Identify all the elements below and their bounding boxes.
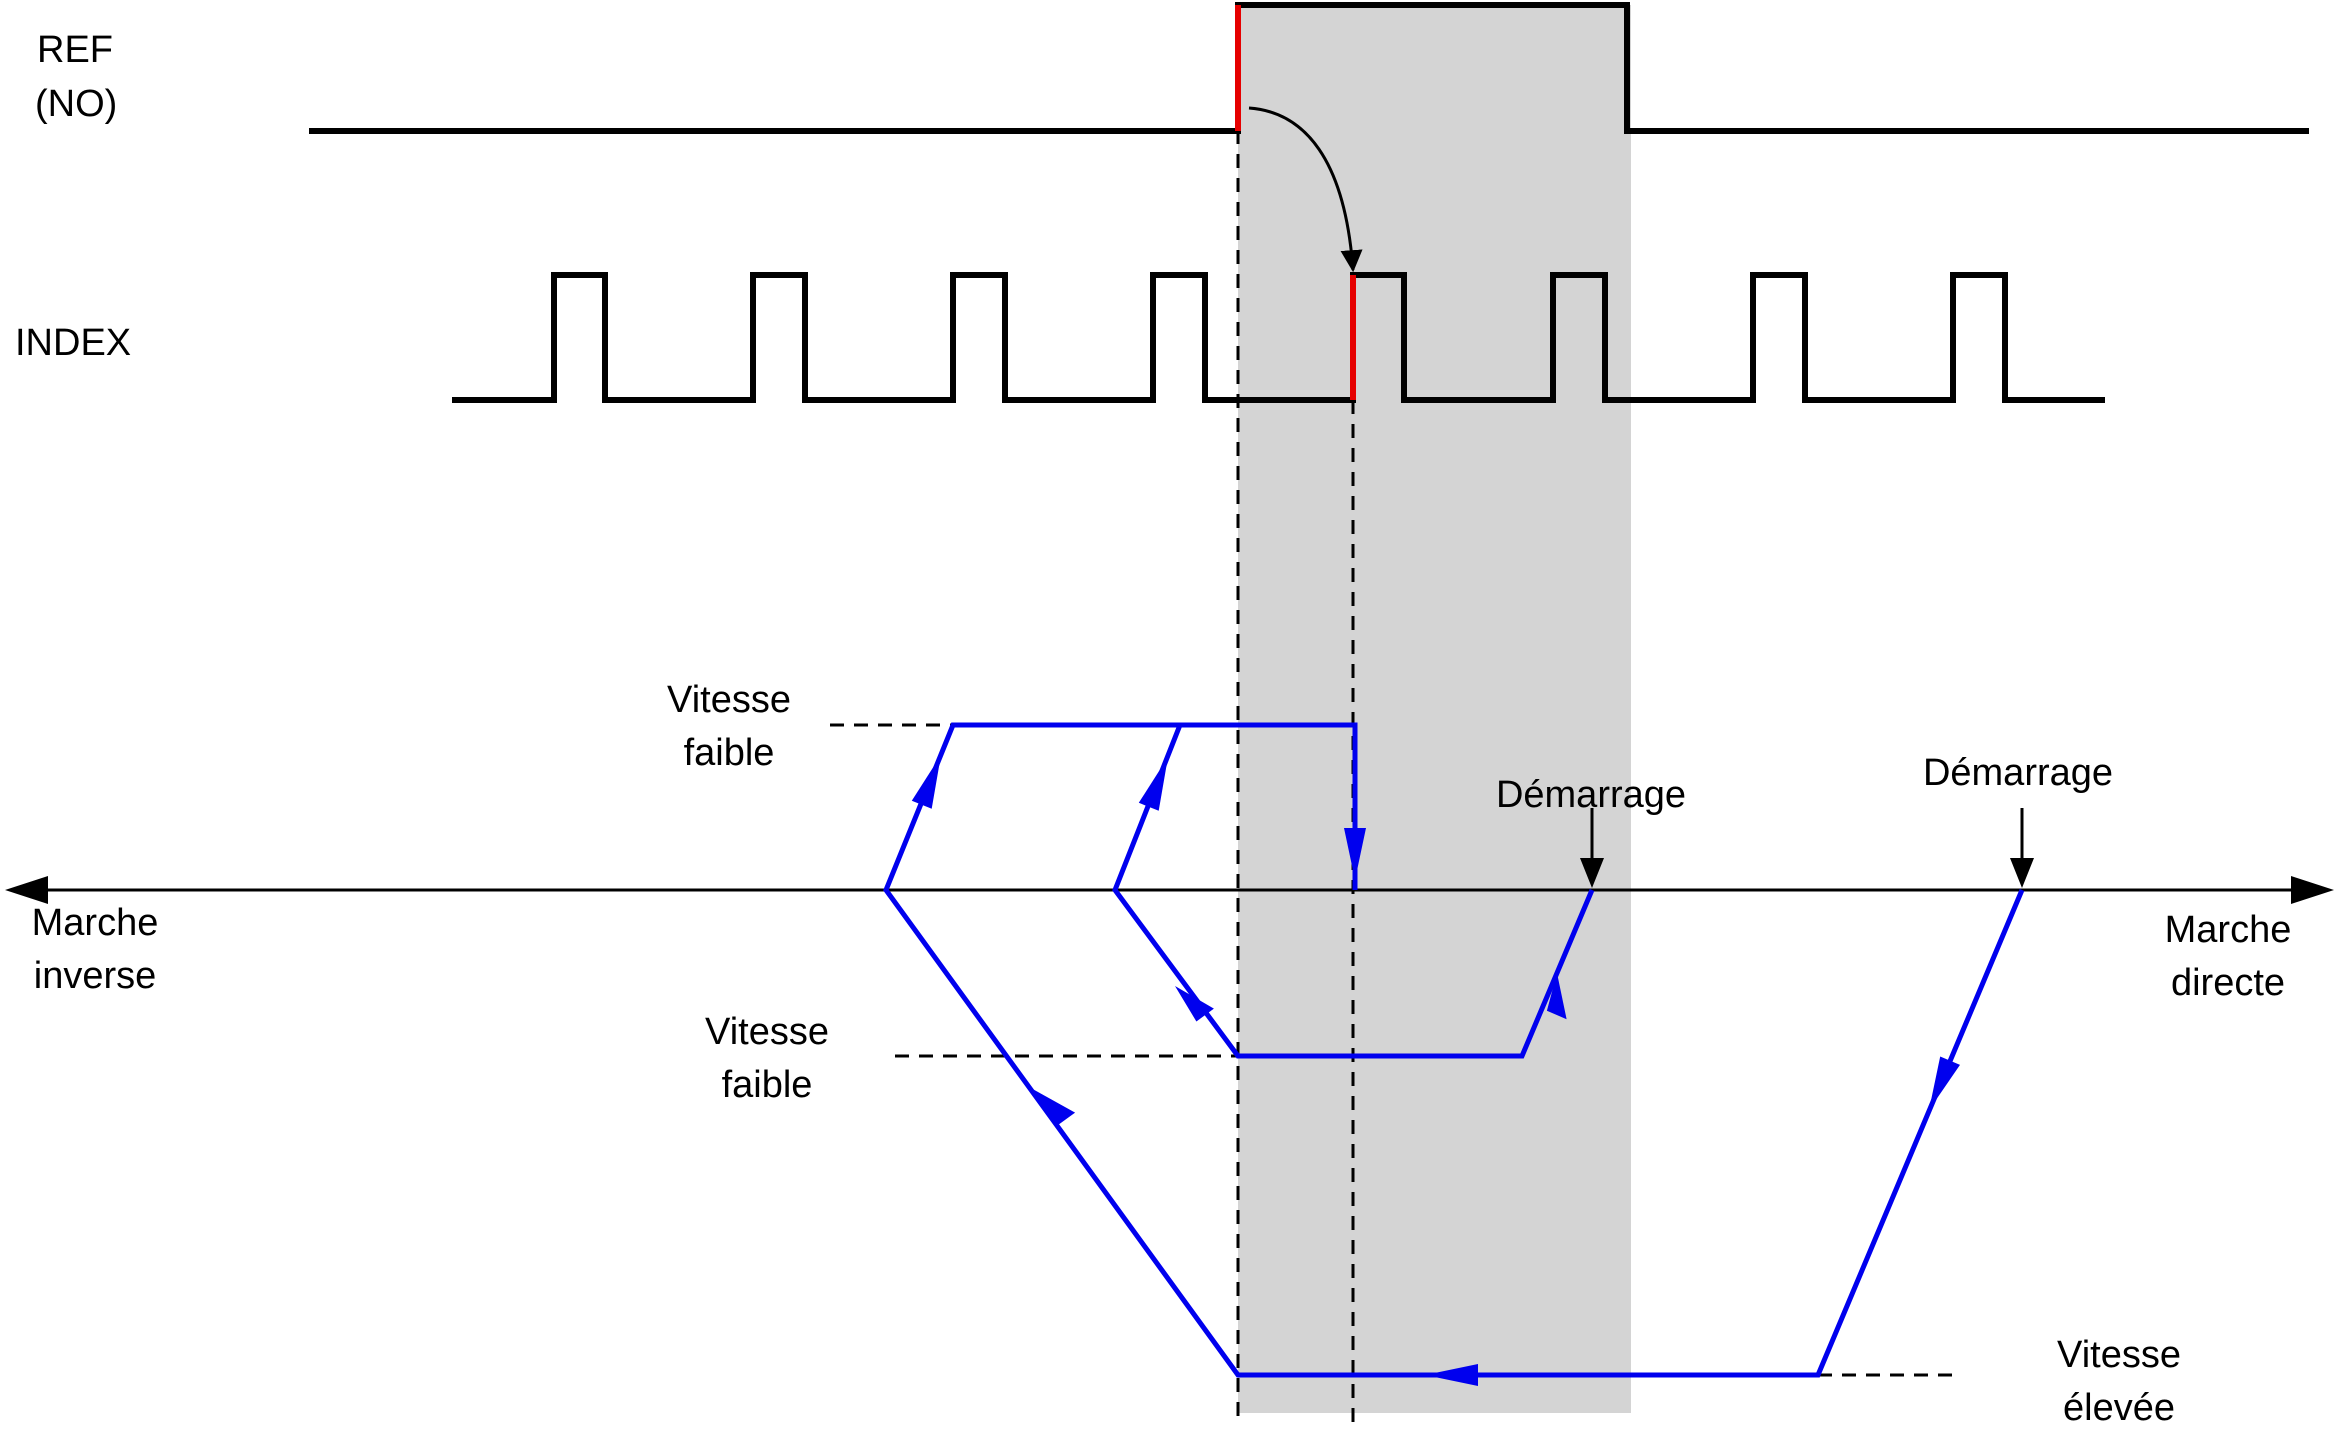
start-label-2: Démarrage	[1923, 752, 2113, 794]
ref-signal-waveform	[309, 2, 2309, 134]
forward-arrowhead	[2291, 876, 2334, 904]
arrow-descent-fast	[1929, 1056, 1960, 1110]
path-from-forward-start	[883, 722, 2025, 1378]
start-marker-2-head	[2010, 858, 2034, 888]
low-speed-top-label-line1: Vitesse	[667, 679, 791, 721]
ref-to-index-arrow	[1248, 106, 1363, 273]
ref-label-state: (NO)	[35, 83, 117, 125]
start-label-1: Démarrage	[1496, 774, 1686, 816]
arrow-high-speed-run	[1425, 1364, 1478, 1386]
reverse-arrowhead	[5, 876, 48, 904]
low-speed-mid-label-line1: Vitesse	[705, 1011, 829, 1053]
index-label: INDEX	[15, 322, 131, 364]
start-marker-1-head	[1580, 858, 1604, 888]
low-speed-mid-label-line2: faible	[722, 1064, 813, 1106]
low-speed-top-label-line2: faible	[684, 732, 775, 774]
arrow-accel-slow	[1138, 757, 1168, 811]
forward-label-line1: Marche	[2165, 909, 2292, 951]
velocity-profile	[883, 722, 2025, 1378]
arrow-low-speed-drop	[1344, 828, 1366, 880]
arrow-reverse-accel	[911, 755, 941, 809]
arrow-rise-slow	[1175, 986, 1214, 1022]
arrow-descent-slow	[1546, 973, 1567, 1020]
ref-label: REF	[37, 29, 113, 71]
high-speed-label-line2: élevée	[2063, 1387, 2175, 1429]
index-signal-waveform	[452, 272, 2105, 403]
reverse-label-line1: Marche	[32, 902, 159, 944]
velocity-direction-arrows	[911, 755, 1960, 1386]
ref-active-zone	[1238, 5, 1631, 1413]
path-from-near-start	[1112, 724, 1595, 1059]
arrow-decel-rise	[1029, 1087, 1076, 1126]
reverse-label-line2: inverse	[34, 955, 157, 997]
high-speed-label-line1: Vitesse	[2057, 1334, 2181, 1376]
forward-label-line2: directe	[2171, 962, 2285, 1004]
